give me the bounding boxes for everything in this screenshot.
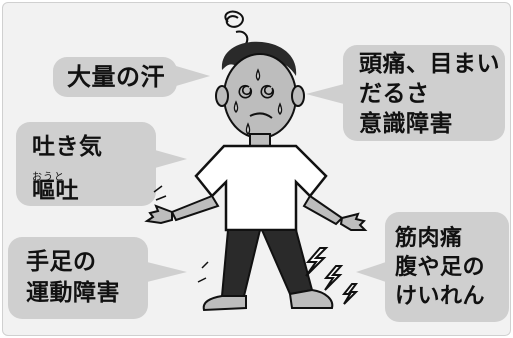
callout-text-with-ruby: おうと 嘔吐 bbox=[16, 164, 156, 206]
callout-tail bbox=[147, 262, 187, 282]
lightning-bolt-icon bbox=[305, 247, 359, 305]
callout-text: 腹や足の bbox=[395, 255, 486, 280]
callout-text: だるさ bbox=[359, 81, 430, 107]
dizzy-swirl-icon bbox=[224, 10, 249, 45]
callout-text: 運動障害 bbox=[26, 280, 120, 306]
shoes bbox=[202, 288, 334, 312]
spiral-eye-icon bbox=[238, 84, 275, 99]
arms bbox=[144, 194, 368, 231]
sick-person-illustration bbox=[144, 10, 368, 312]
callout-text: 吐き気 bbox=[32, 134, 103, 160]
callout-text: 意識障害 bbox=[359, 111, 453, 137]
callout-text: 嘔吐 bbox=[32, 178, 79, 204]
callout-text: 大量の汗 bbox=[67, 63, 165, 91]
callout-tail bbox=[356, 262, 386, 282]
callout-tail bbox=[155, 150, 187, 168]
t-shirt bbox=[194, 144, 328, 232]
head bbox=[215, 53, 305, 139]
furigana: おうと bbox=[32, 172, 65, 183]
hair bbox=[221, 41, 297, 76]
trembling-marks bbox=[153, 185, 209, 283]
callout-muscle-pain-cramps: 筋肉痛 腹や足の けいれん bbox=[385, 212, 509, 322]
callout-headache-dizziness: 頭痛、目まい だるさ 意識障害 bbox=[343, 45, 505, 141]
callout-text: けいれん bbox=[395, 284, 486, 309]
callout-text: 筋肉痛 bbox=[395, 226, 463, 251]
callout-nausea-vomiting: 吐き気 おうと 嘔吐 bbox=[16, 122, 156, 206]
callout-tail bbox=[306, 84, 344, 104]
callout-text: 頭痛、目まい bbox=[359, 51, 500, 77]
sweat-drop-icon bbox=[233, 68, 283, 135]
callout-text: 手足の bbox=[26, 249, 97, 275]
legs bbox=[220, 229, 314, 297]
callout-limb-motor-disorder: 手足の 運動障害 bbox=[8, 237, 148, 319]
callout-heavy-sweating: 大量の汗 bbox=[53, 57, 177, 97]
callout-tail bbox=[176, 66, 210, 86]
